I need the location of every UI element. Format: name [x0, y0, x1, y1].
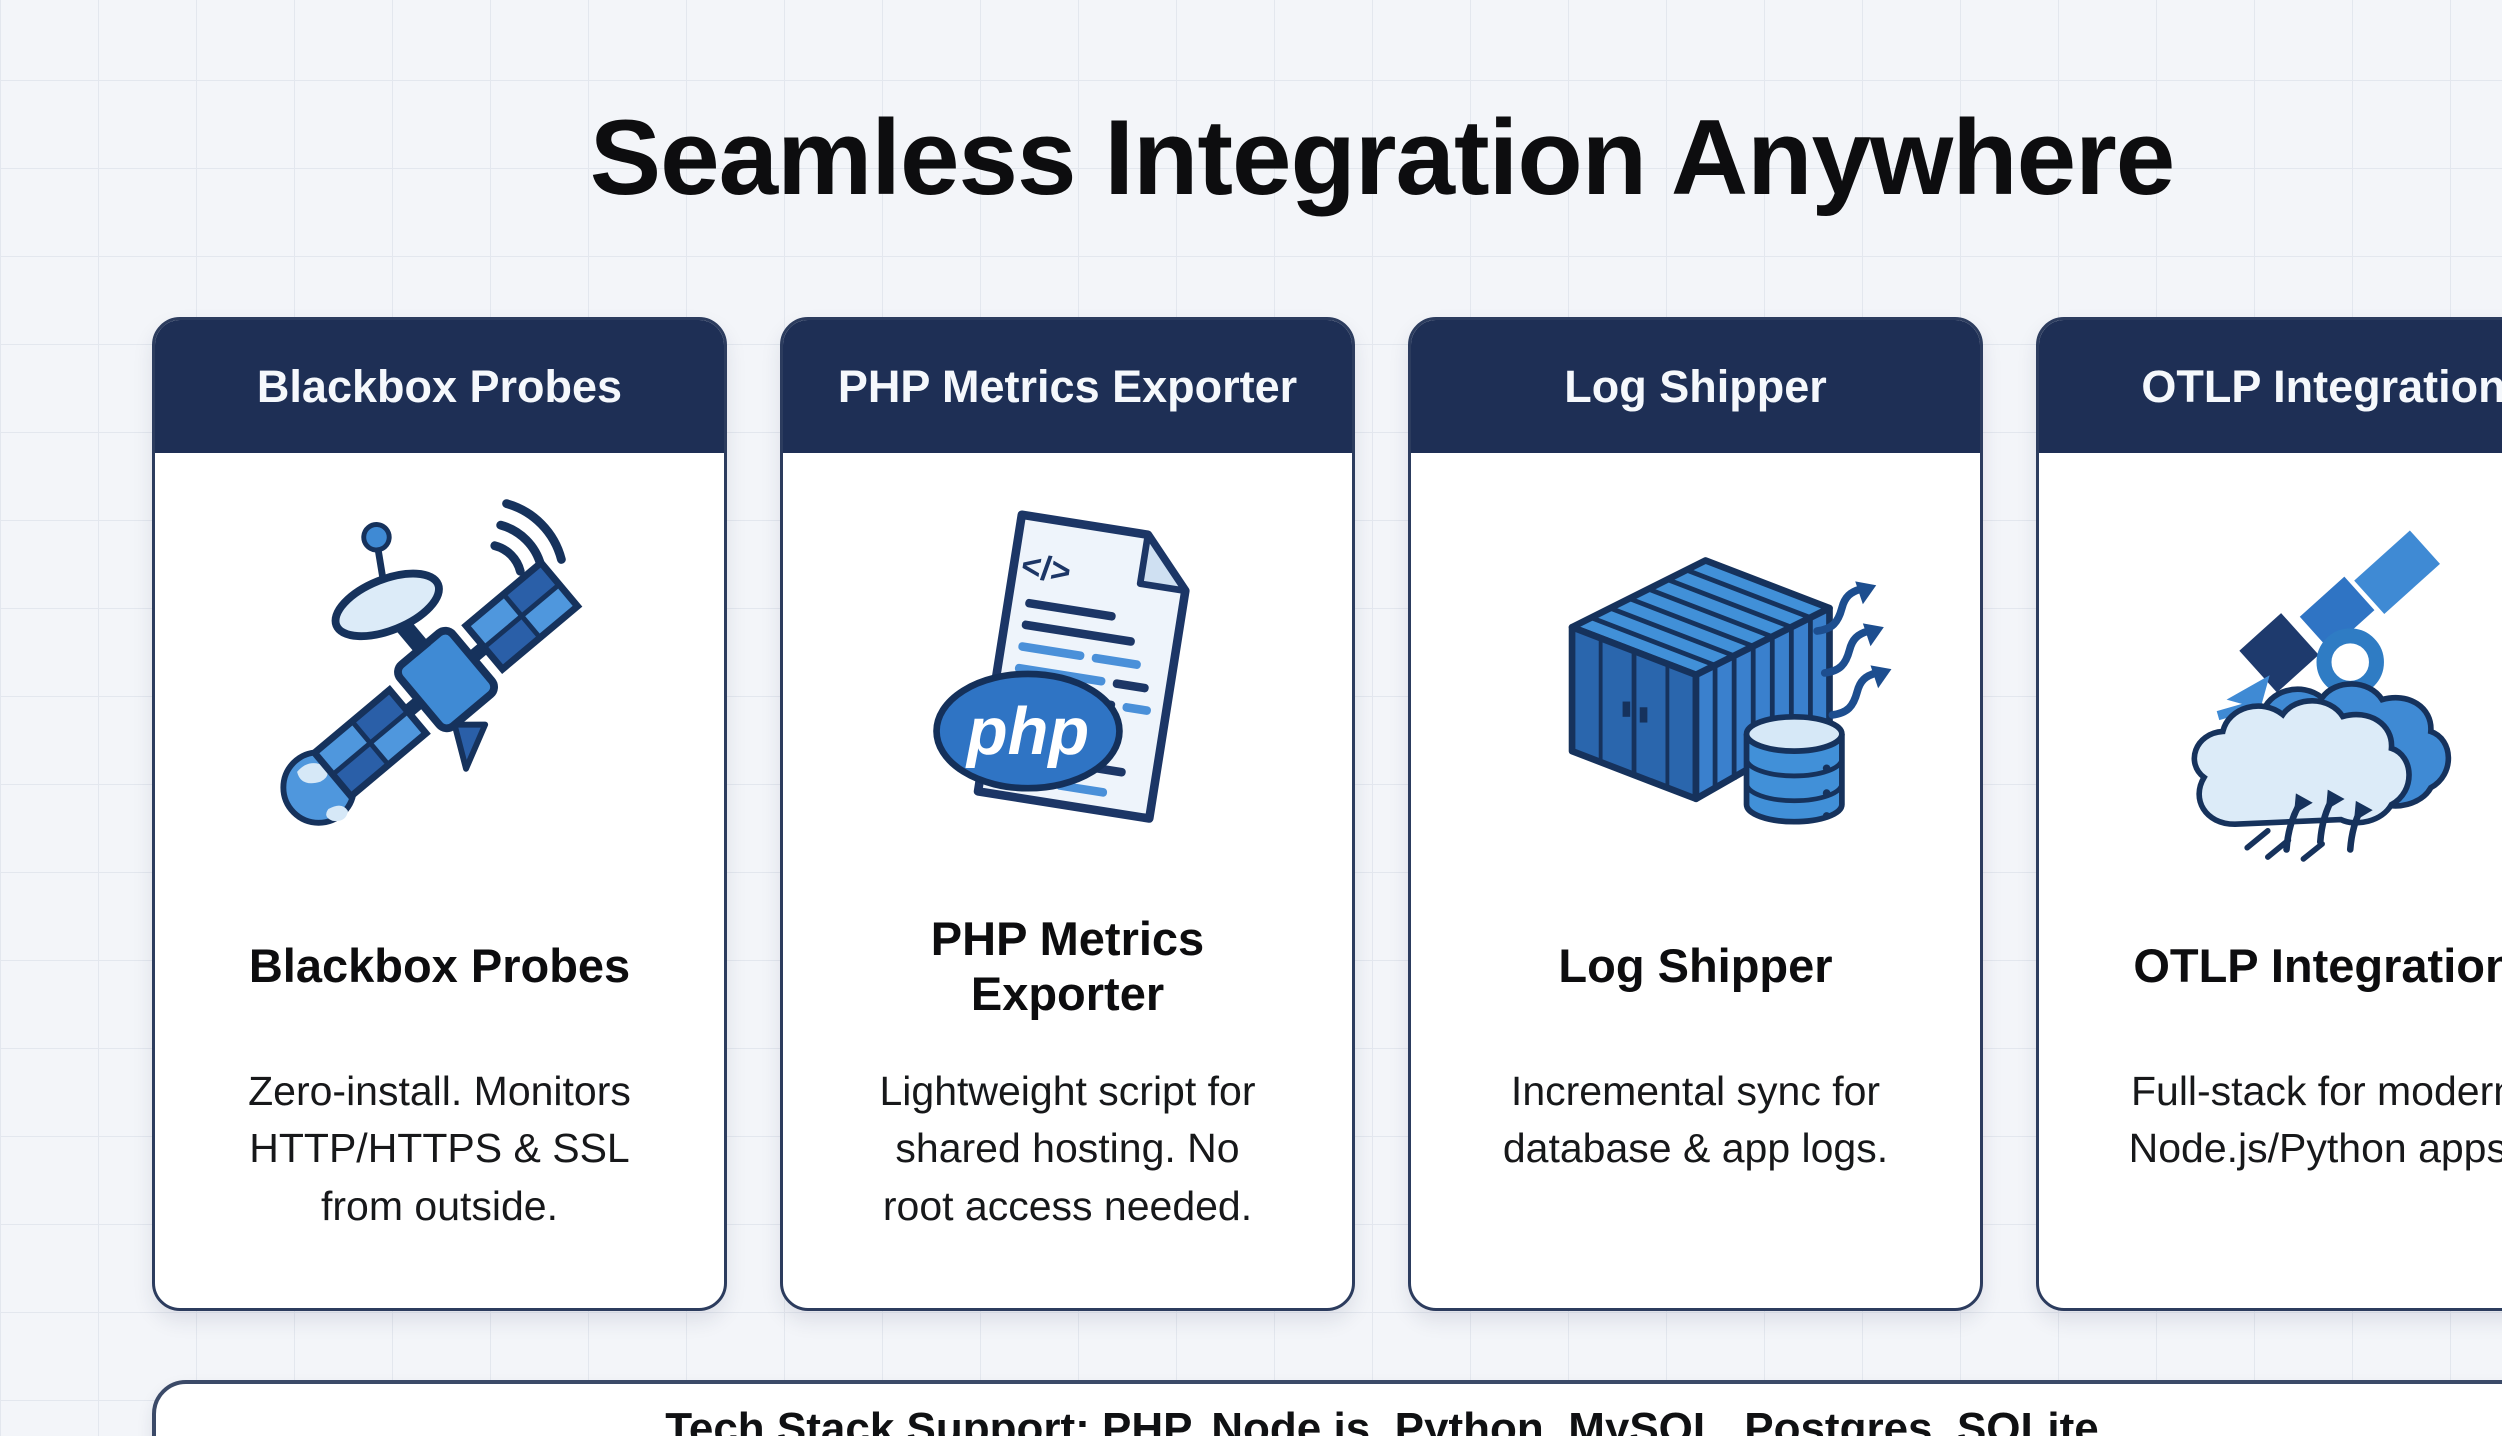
card-header-label: OTLP Integration — [2141, 360, 2502, 412]
card-otlp-integration: OTLP Integration — [2036, 317, 2502, 1312]
card-header: Log Shipper — [1411, 320, 1980, 454]
card-header: OTLP Integration — [2039, 320, 2502, 454]
tech-stack-bar: Tech Stack Support: PHP, Node.js, Python… — [152, 1380, 2502, 1436]
content-area: Seamless Integration Anywhere Blackbox P… — [152, 0, 2502, 1436]
php-document-icon: </> — [932, 510, 1190, 823]
php-badge-label: php — [964, 695, 1088, 769]
card-description: Lightweight script for shared hosting. N… — [879, 1068, 1256, 1229]
card-header-label: PHP Metrics Exporter — [837, 360, 1298, 412]
card-icon-area — [1411, 453, 1980, 891]
card-php-metrics-exporter: PHP Metrics Exporter </> — [780, 317, 1355, 1312]
card-header: Blackbox Probes — [155, 320, 724, 454]
card-description: Incremental sync for database & app logs… — [1502, 1068, 1889, 1172]
card-header-label: Log Shipper — [1564, 360, 1827, 412]
page-title: Seamless Integration Anywhere — [589, 97, 2175, 217]
card-description: Zero-install. Monitors HTTP/HTTPS & SSL … — [248, 1068, 631, 1229]
satellite-probe-icon — [279, 499, 582, 826]
card-log-shipper: Log Shipper — [1408, 317, 1983, 1312]
card-description: Full-stack for modern Node.js/Python app… — [2128, 1068, 2502, 1172]
code-glyph: </> — [1018, 547, 1073, 592]
card-header-label: Blackbox Probes — [256, 360, 623, 412]
feature-cards-row: Blackbox Probes — [152, 317, 2502, 1312]
card-icon-area — [155, 453, 724, 891]
tech-stack-text: Tech Stack Support: PHP, Node.js, Python… — [665, 1404, 2099, 1436]
telescope-cloud-icon — [2191, 530, 2451, 862]
card-title: OTLP Integration — [2133, 939, 2502, 993]
card-title: Blackbox Probes — [248, 939, 631, 993]
card-header: PHP Metrics Exporter — [783, 320, 1352, 454]
card-title: PHP Metrics Exporter — [930, 911, 1205, 1021]
card-icon-area: </> — [783, 453, 1352, 891]
card-blackbox-probes: Blackbox Probes — [152, 317, 727, 1312]
card-title: Log Shipper — [1558, 939, 1833, 993]
card-icon-area — [2039, 453, 2502, 891]
container-database-icon — [1568, 557, 1891, 825]
